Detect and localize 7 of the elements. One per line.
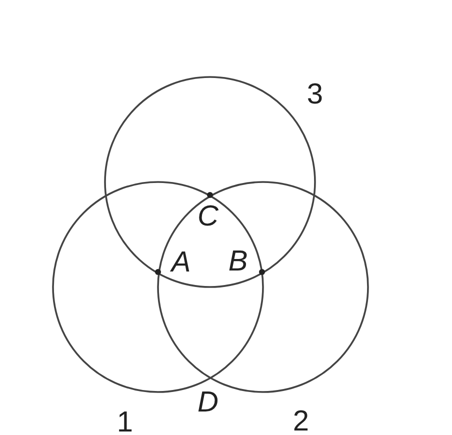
circle-number: 1 (116, 408, 134, 435)
circle-number: 3 (306, 80, 324, 110)
point-label: B (228, 248, 248, 276)
point-label: D (198, 388, 218, 418)
point-label: C (198, 202, 218, 232)
circle-number: 2 (292, 408, 310, 435)
point-label: A (171, 248, 191, 278)
